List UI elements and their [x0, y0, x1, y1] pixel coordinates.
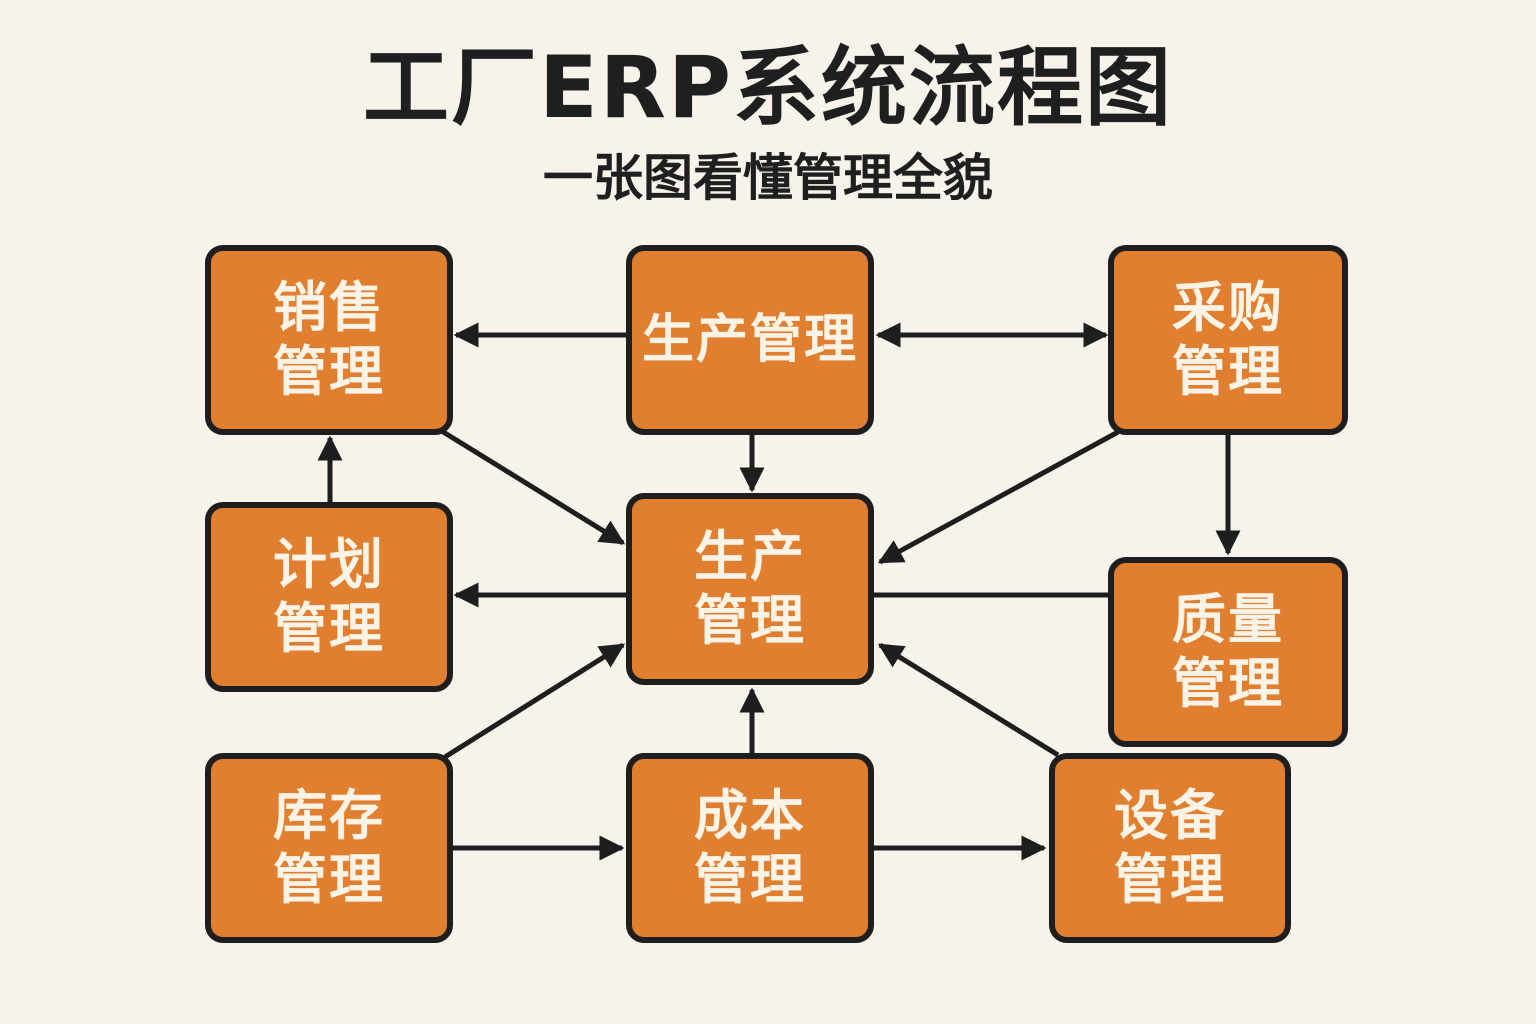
edge-purchase-to-production	[877, 429, 1120, 565]
edge-sales-to-production	[438, 427, 626, 546]
edge-inventory-to-production	[443, 642, 626, 760]
node-label-line: 销售	[273, 276, 385, 339]
node-label-line: 管理	[1114, 848, 1226, 911]
node-inventory-management[interactable]: 库存 管理	[205, 753, 453, 943]
node-label-line: 管理	[1172, 652, 1284, 715]
node-label-line: 管理	[1172, 340, 1284, 403]
node-label-line: 质量	[1172, 588, 1284, 651]
node-production-management-top[interactable]: 生产管理	[626, 245, 874, 435]
node-label-line: 生产管理	[641, 310, 858, 370]
edge-equipment-to-production	[877, 642, 1060, 758]
node-label-line: 管理	[694, 848, 806, 911]
node-label-line: 管理	[273, 340, 385, 403]
node-label-line: 成本	[694, 784, 806, 847]
diagram-title: 工厂ERP系统流程图	[363, 38, 1173, 138]
node-purchase-management[interactable]: 采购 管理	[1108, 245, 1348, 435]
node-label-line: 管理	[694, 589, 806, 652]
node-cost-management[interactable]: 成本 管理	[626, 753, 874, 943]
node-label-line: 管理	[273, 597, 385, 660]
node-label-line: 设备	[1114, 784, 1226, 847]
node-production-management-center[interactable]: 生产 管理	[626, 493, 874, 685]
node-equipment-management[interactable]: 设备 管理	[1049, 753, 1291, 943]
node-label-line: 采购	[1172, 276, 1284, 339]
node-label-line: 管理	[273, 848, 385, 911]
diagram-subtitle: 一张图看懂管理全貌	[543, 149, 993, 207]
node-planning-management[interactable]: 计划 管理	[205, 502, 453, 692]
node-quality-management[interactable]: 质量 管理	[1108, 557, 1348, 747]
node-label-line: 库存	[273, 784, 385, 847]
node-label-line: 生产	[694, 525, 806, 588]
node-label-line: 计划	[273, 533, 385, 596]
node-sales-management[interactable]: 销售 管理	[205, 245, 453, 435]
